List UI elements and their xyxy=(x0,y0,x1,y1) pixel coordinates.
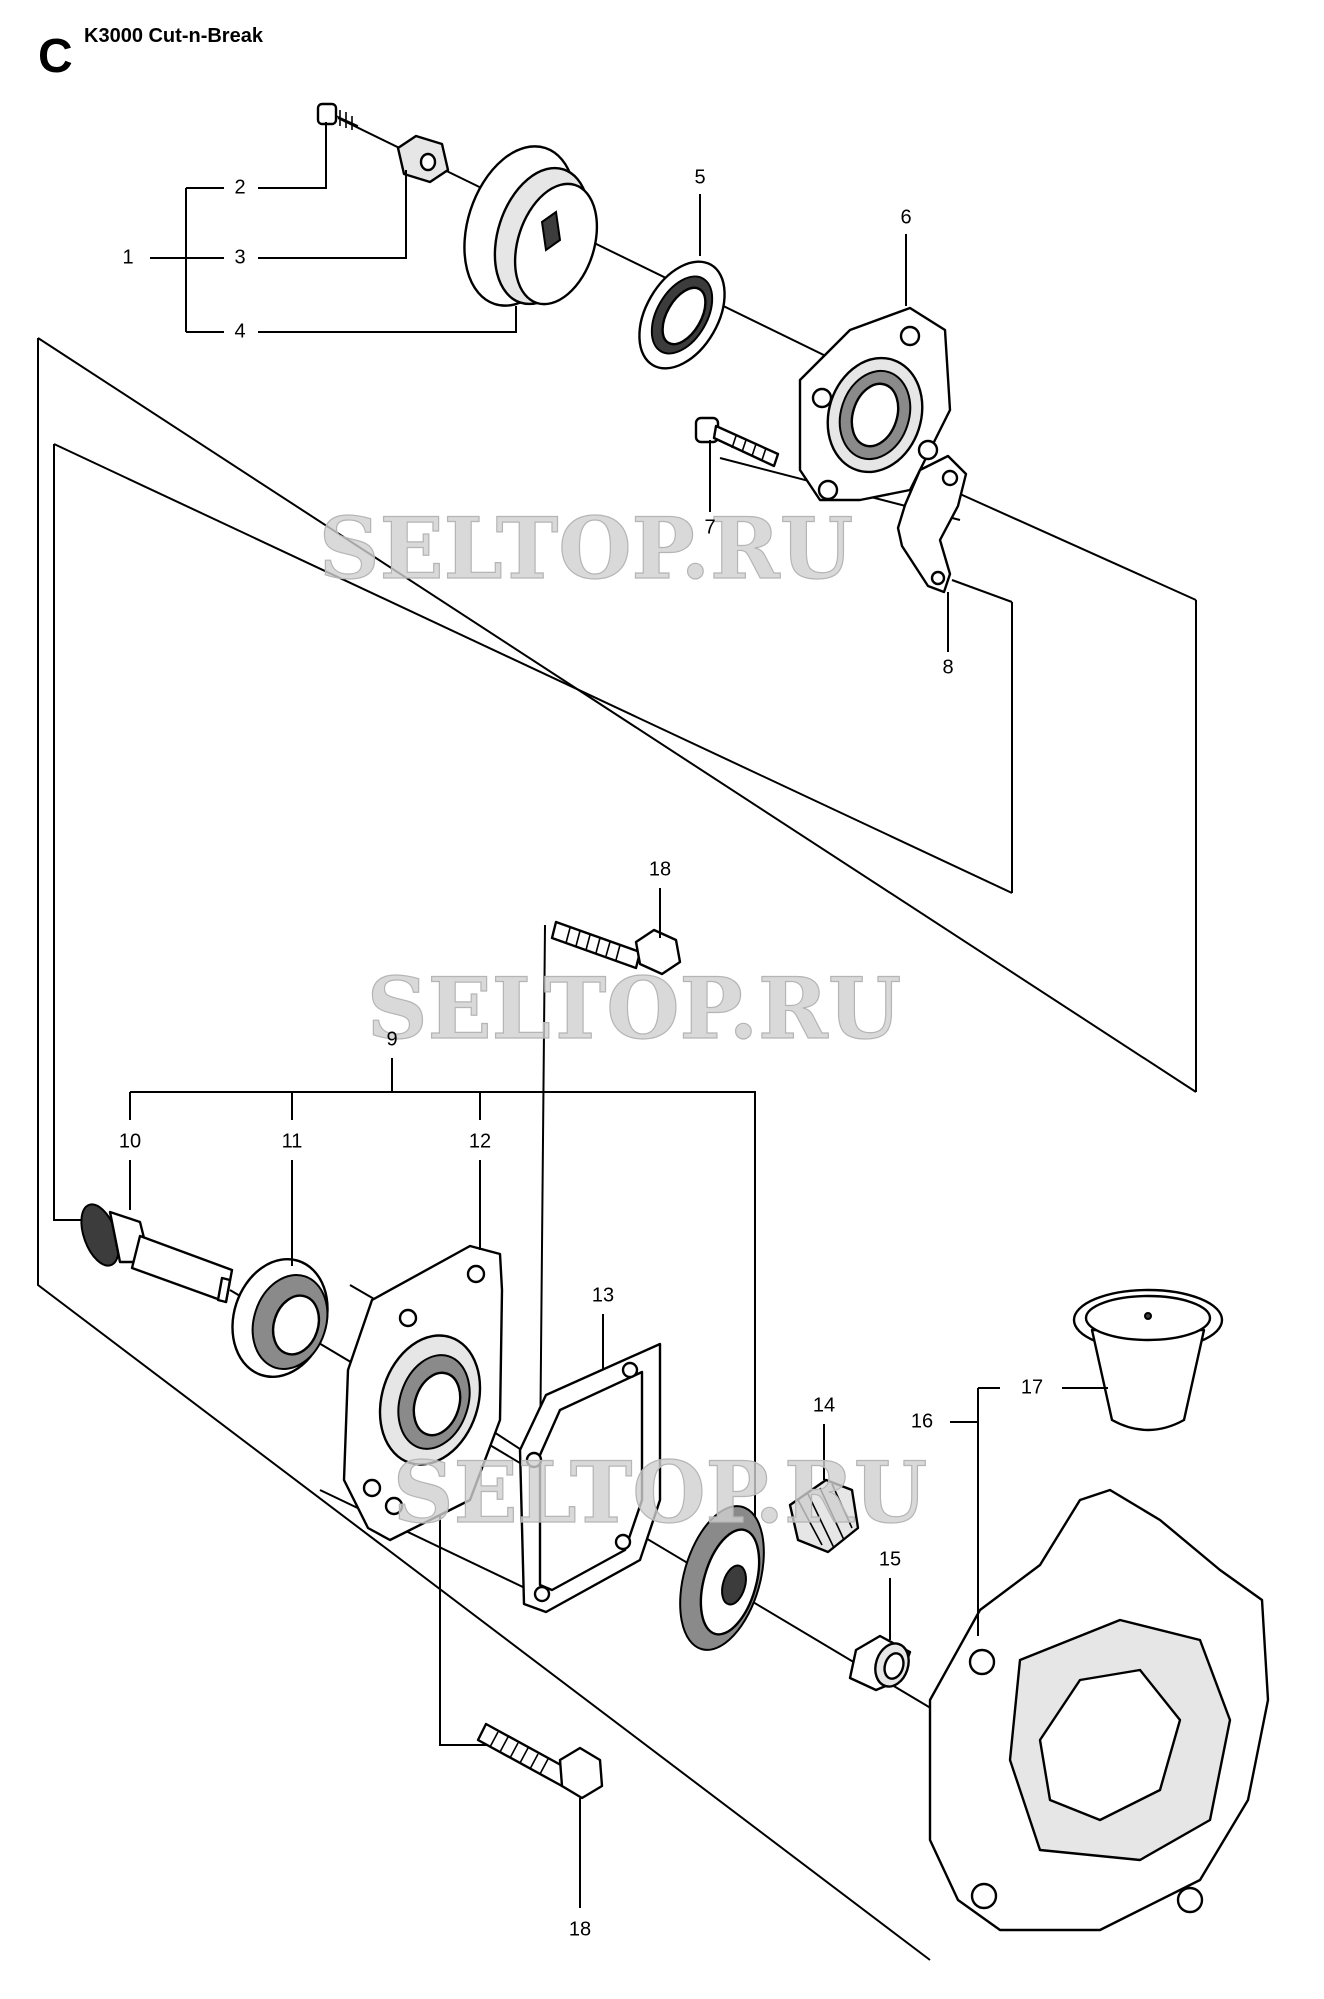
part-label-10: 10 xyxy=(119,1130,141,1152)
watermark-2: SELTOP.RU xyxy=(367,959,901,1058)
part-label-4: 4 xyxy=(234,320,245,342)
gear-housing-part-16 xyxy=(928,1488,1270,1932)
shaft-part-10 xyxy=(80,1203,234,1304)
part-label-6: 6 xyxy=(900,206,911,228)
screw-part-2 xyxy=(316,102,359,130)
hex-bolt-part-18-top xyxy=(550,920,682,976)
pulley-part-4 xyxy=(463,145,599,307)
part-label-18-bottom: 18 xyxy=(569,1918,591,1940)
part-number-labels: 1 2 3 4 5 6 7 8 18 9 10 11 12 13 14 15 1… xyxy=(119,166,1043,1940)
nut-part-3 xyxy=(396,134,450,184)
part-label-13: 13 xyxy=(592,1284,614,1306)
bevel-gear xyxy=(679,1505,765,1651)
hex-bolt-part-18-bottom xyxy=(476,1722,604,1800)
leader-lines xyxy=(129,122,1108,1908)
part-label-5: 5 xyxy=(694,166,705,188)
watermark-1: SELTOP.RU xyxy=(319,499,853,598)
part-label-7: 7 xyxy=(704,516,715,538)
flange-part-12 xyxy=(342,1244,504,1542)
part-label-14: 14 xyxy=(813,1394,835,1416)
grease-cup-part-17 xyxy=(1072,1288,1224,1432)
bracket-part-8 xyxy=(896,454,968,594)
part-label-12: 12 xyxy=(469,1130,491,1152)
part-label-9: 9 xyxy=(386,1028,397,1050)
needle-bearing-part-15 xyxy=(848,1634,912,1692)
part-label-8: 8 xyxy=(942,656,953,678)
watermark-3: SELTOP.RU xyxy=(393,1443,927,1542)
seal-part-5 xyxy=(638,260,726,370)
pinion-gear-part-14 xyxy=(788,1478,860,1554)
part-label-15: 15 xyxy=(879,1548,901,1570)
cover-plate-part-6 xyxy=(798,306,952,502)
part-label-3: 3 xyxy=(234,246,245,268)
part-label-1: 1 xyxy=(122,246,133,268)
part-label-17: 17 xyxy=(1021,1376,1043,1398)
diagram-title: K3000 Cut-n-Break xyxy=(84,25,264,47)
part-label-2: 2 xyxy=(234,176,245,198)
bolt-part-7 xyxy=(694,416,780,468)
section-letter: C xyxy=(38,30,73,83)
gasket-part-13 xyxy=(518,1342,662,1614)
part-label-11: 11 xyxy=(282,1130,303,1152)
part-label-18-top: 18 xyxy=(649,858,671,880)
part-label-16: 16 xyxy=(911,1410,933,1432)
bearing-part-11 xyxy=(231,1257,329,1379)
